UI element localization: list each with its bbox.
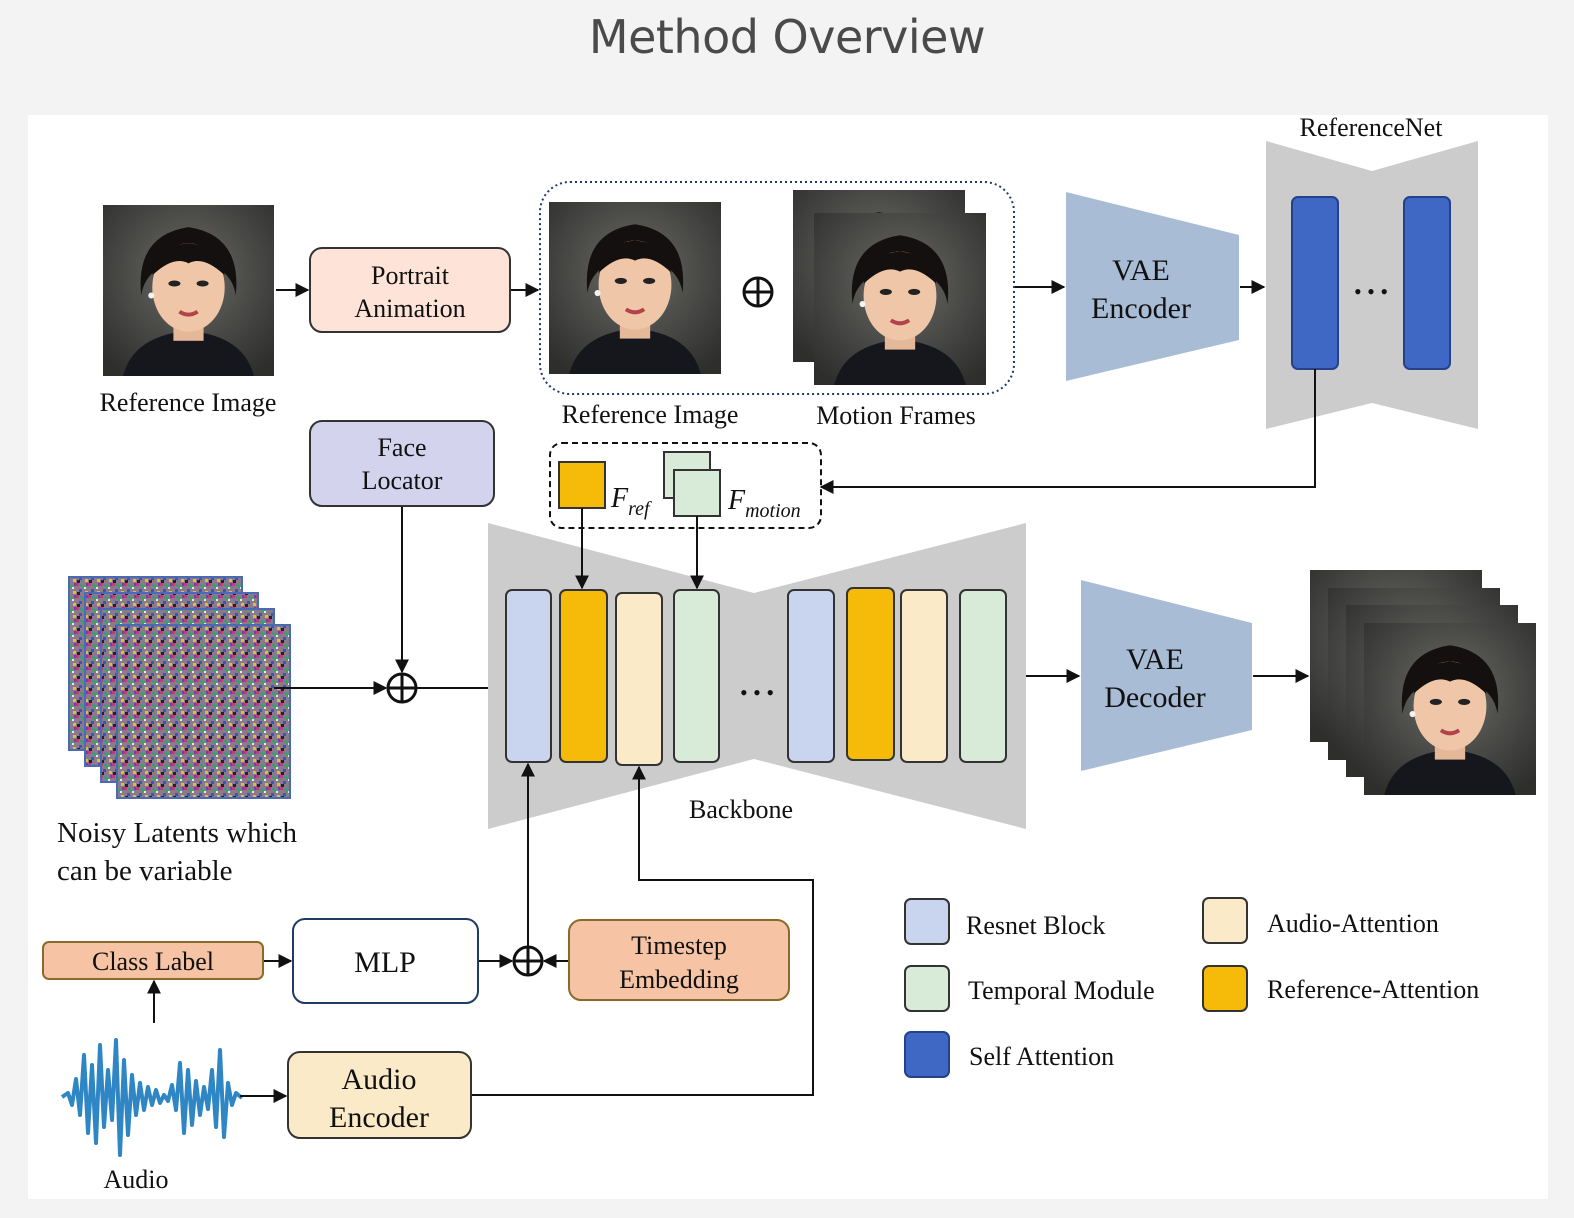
legend-label-self-attention: Self Attention [969, 1042, 1114, 1071]
legend-swatch-resnet [904, 898, 950, 945]
timestep-line1: Timestep [631, 931, 727, 960]
reference-attention-block [559, 589, 608, 763]
audio-waveform [60, 1038, 244, 1157]
legend-label-resnet: Resnet Block [966, 911, 1105, 940]
self-attention-block [1291, 196, 1339, 370]
f-ref-square [558, 461, 606, 509]
f-motion-square-front [673, 469, 721, 517]
legend-swatch-self-attention [904, 1031, 950, 1078]
legend-label-reference-attention: Reference-Attention [1267, 975, 1479, 1004]
noisy-latents-line1: Noisy Latents which [57, 817, 298, 849]
circle-plus-icon [512, 945, 544, 977]
vae-decoder-line2: Decoder [1104, 681, 1206, 714]
face-locator-box: Face Locator [309, 420, 495, 507]
feature-group: Fref Fmotion [549, 442, 822, 529]
legend-label-temporal: Temporal Module [968, 976, 1155, 1005]
portrait-animation-line2: Animation [354, 294, 465, 323]
reference-image-label-2: Reference Image [562, 400, 739, 429]
circle-plus-icon [742, 276, 774, 308]
audio-attention-block [900, 589, 948, 763]
class-label-text: Class Label [92, 947, 214, 976]
method-diagram: Reference Image Portrait Animation Refer… [42, 115, 1548, 1194]
legend-swatch-temporal [904, 965, 950, 1012]
audio-encoder-line1: Audio [342, 1063, 417, 1096]
self-attention-block [1403, 196, 1451, 370]
audio-encoder-box: Audio Encoder [287, 1051, 472, 1139]
portrait-animation-box: Portrait Animation [309, 247, 511, 333]
output-frame [1364, 623, 1536, 795]
mlp-box: MLP [292, 918, 479, 1004]
f-motion-label: Fmotion [727, 485, 801, 522]
vae-decoder: VAE Decoder [1081, 580, 1252, 771]
referencenet-label: ReferenceNet [1300, 115, 1444, 142]
legend-swatch-audio-attention [1202, 897, 1248, 944]
portrait-animation-line1: Portrait [371, 261, 450, 290]
timestep-embedding-box: Timestep Embedding [568, 919, 790, 1001]
resnet-block [505, 589, 552, 763]
legend-label-audio-attention: Audio-Attention [1267, 909, 1439, 938]
class-label-box: Class Label [42, 941, 264, 980]
audio-encoder-line2: Encoder [329, 1101, 429, 1134]
motion-frames-label: Motion Frames [816, 401, 976, 430]
motion-frame-front [814, 213, 986, 385]
audio-attention-block [615, 592, 663, 766]
ellipsis: • • • [740, 680, 774, 705]
backbone-label: Backbone [689, 795, 793, 824]
audio-label: Audio [104, 1165, 169, 1194]
reference-image-photo [549, 202, 721, 374]
vae-decoder-line1: VAE [1126, 643, 1184, 676]
reference-motion-group [539, 181, 1015, 395]
mlp-text: MLP [354, 946, 416, 979]
legend: Resnet Block Audio-Attention Temporal Mo… [904, 897, 1479, 1078]
diagram-panel: Reference Image Portrait Animation Refer… [28, 115, 1548, 1199]
circle-plus-icon [386, 672, 418, 704]
vae-encoder-line1: VAE [1112, 254, 1170, 287]
backbone: • • • [488, 523, 1026, 829]
vae-encoder-line2: Encoder [1091, 292, 1191, 325]
noisy-latents [68, 576, 291, 799]
page-title: Method Overview [588, 10, 986, 64]
referencenet: • • • [1266, 141, 1478, 429]
face-locator-line2: Locator [362, 466, 443, 495]
face-locator-line1: Face [377, 433, 426, 462]
output-frames [1310, 570, 1536, 795]
reference-attention-block [846, 587, 895, 761]
timestep-line2: Embedding [619, 965, 739, 994]
noisy-latents-line2: can be variable [57, 855, 233, 887]
f-ref-label: Fref [610, 483, 652, 520]
resnet-block [787, 589, 835, 763]
temporal-module-block [959, 589, 1007, 763]
reference-image-label: Reference Image [100, 388, 277, 417]
reference-image-input [103, 205, 274, 376]
temporal-module-block [673, 589, 720, 763]
ellipsis: • • • [1354, 279, 1388, 304]
vae-encoder: VAE Encoder [1066, 192, 1239, 381]
portrait-photo [103, 205, 274, 376]
legend-swatch-reference-attention [1202, 965, 1248, 1012]
